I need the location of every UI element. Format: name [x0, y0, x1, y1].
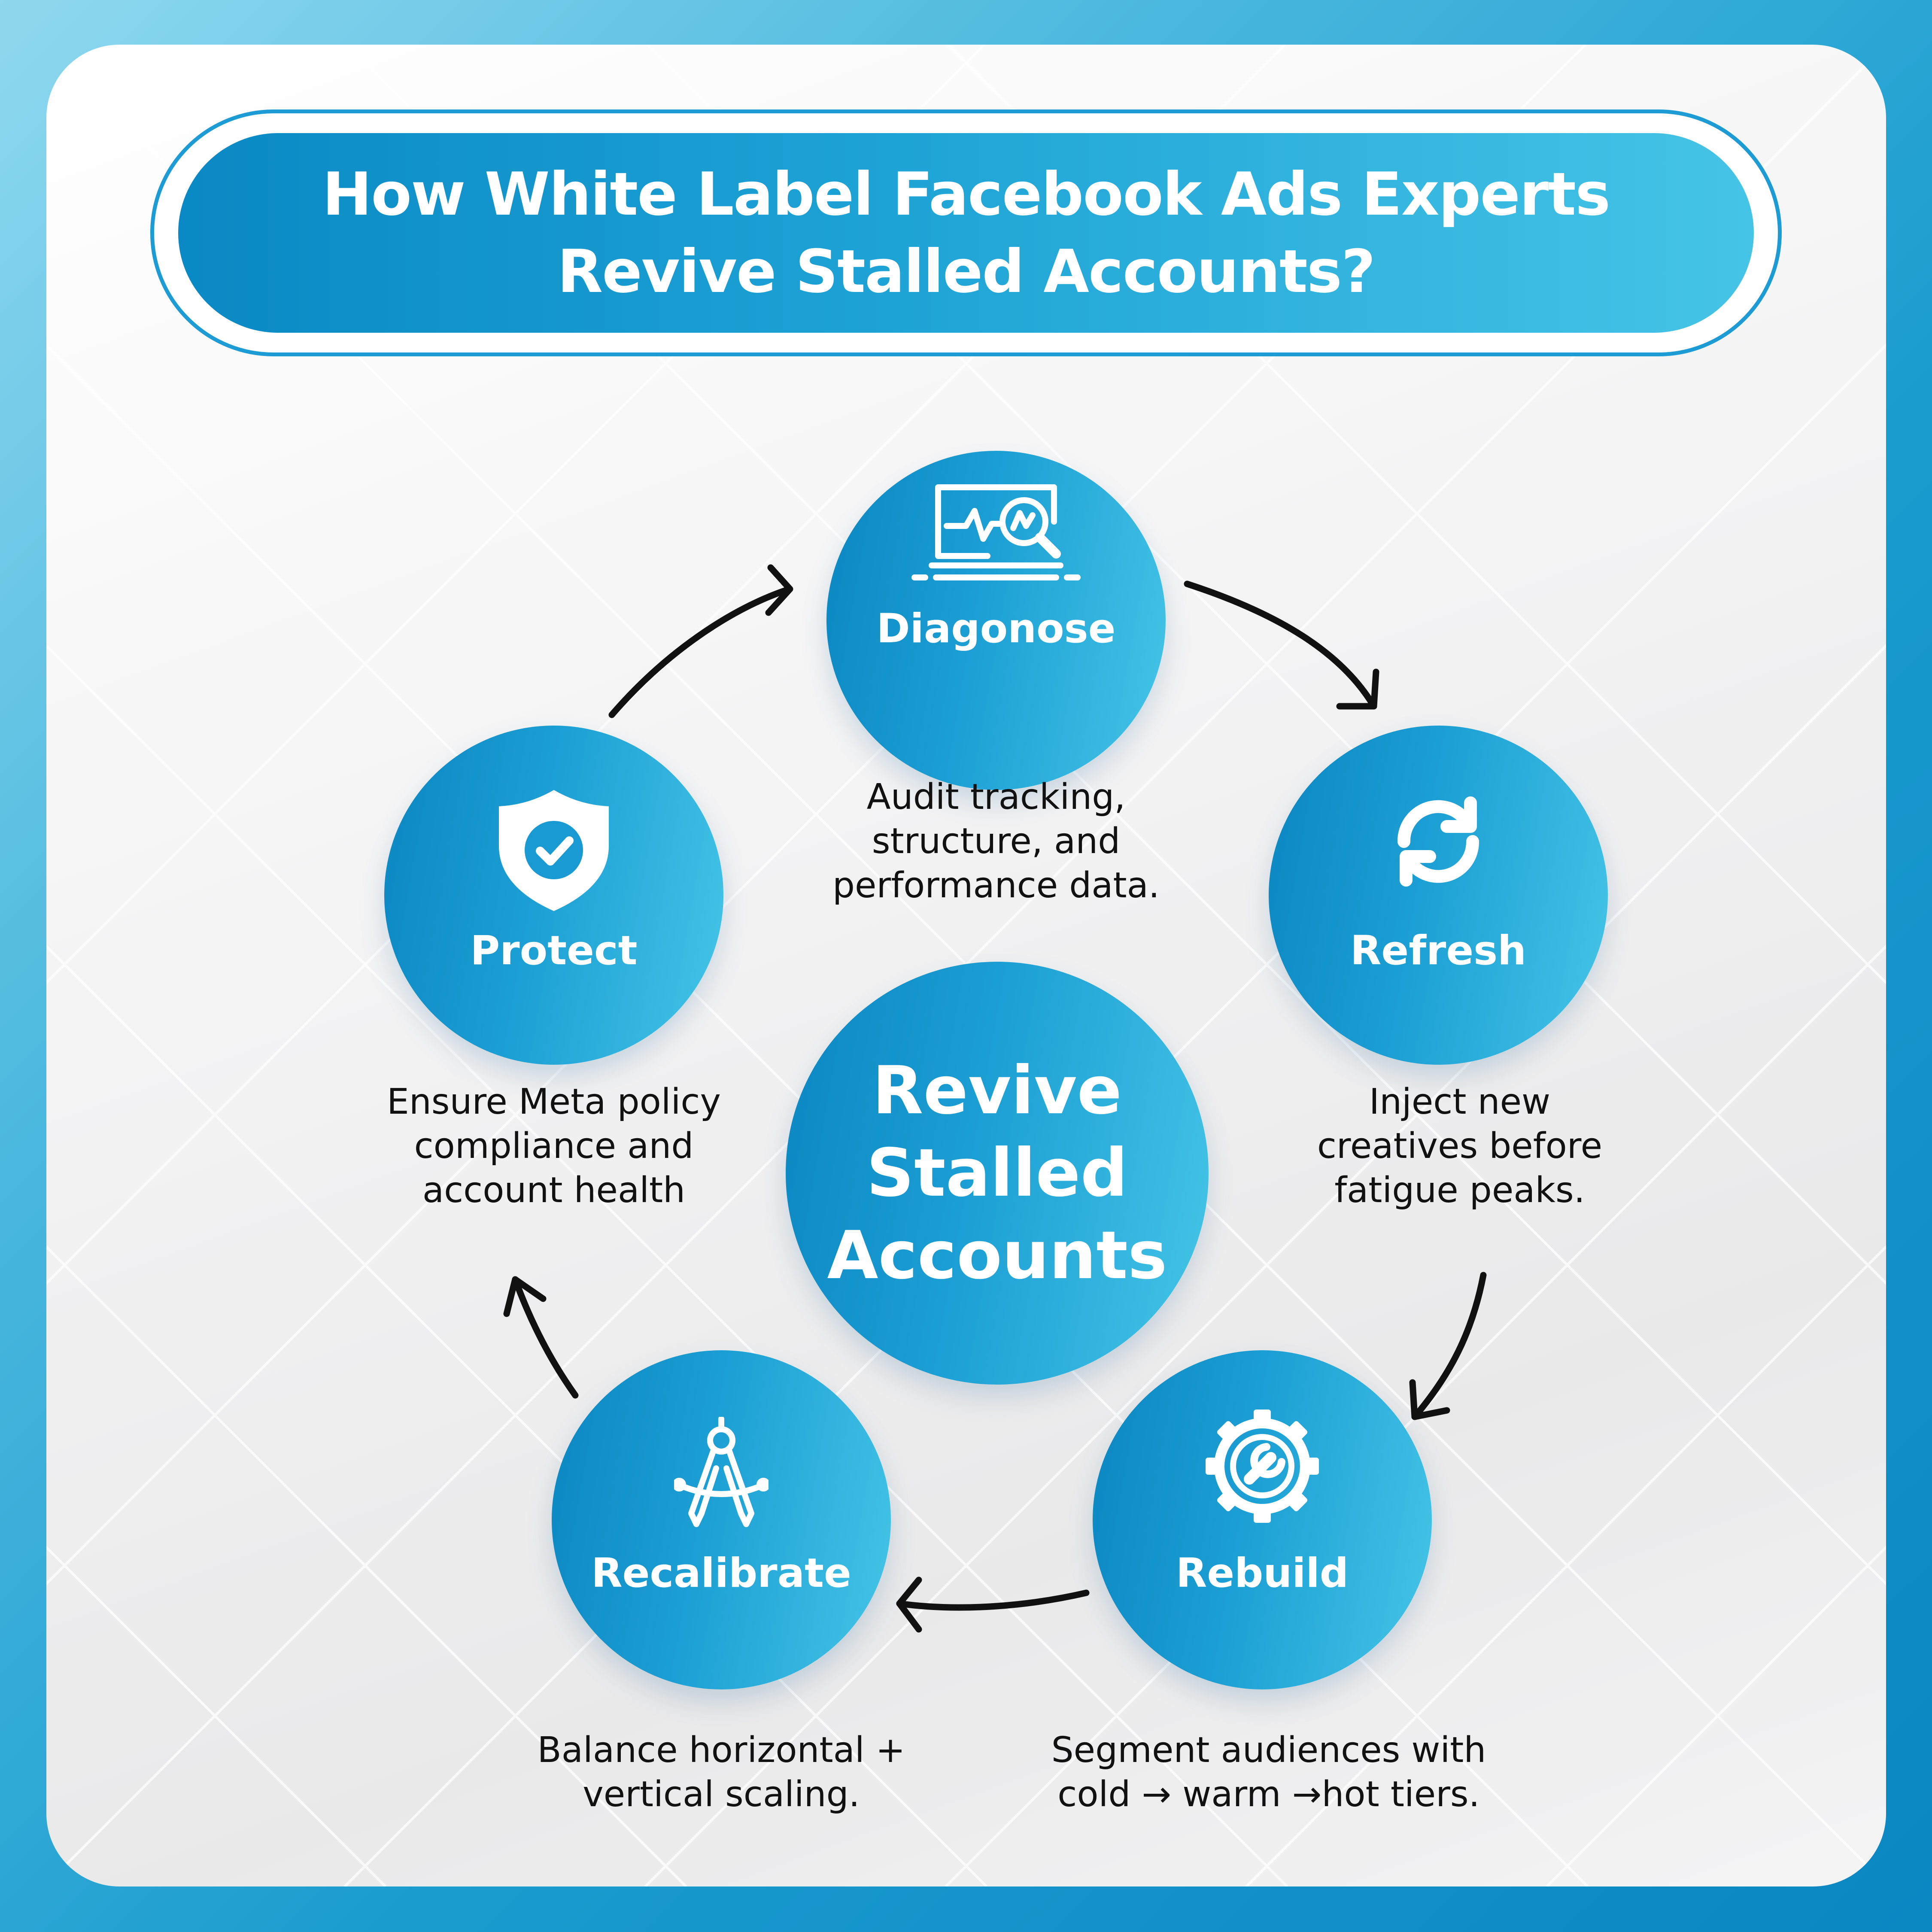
step-description-protect: Ensure Meta policy compliance and accoun…	[387, 1081, 721, 1211]
step-label: Recalibrate	[591, 1550, 851, 1597]
step-label: Rebuild	[1176, 1550, 1349, 1597]
title-banner: How White Label Facebook Ads Experts Rev…	[178, 133, 1754, 333]
arrow-diagnose-to-refresh	[1184, 580, 1379, 710]
step-diagnose: Diagonose	[826, 451, 1166, 790]
title-line-2: Revive Stalled Accounts?	[557, 237, 1376, 306]
step-protect: Protect	[384, 726, 723, 1065]
step-description-refresh: Inject new creatives before fatigue peak…	[1317, 1081, 1603, 1211]
arrow-recalibrate-to-protect	[503, 1276, 579, 1399]
step-refresh: Refresh	[1269, 726, 1608, 1065]
shield-check-icon	[499, 790, 609, 911]
arrow-rebuild-to-recalibrate	[896, 1577, 1090, 1633]
arrow-protect-to-diagnose	[608, 564, 793, 718]
step-description-diagnose: Audit tracking, structure, and performan…	[832, 777, 1160, 906]
title-line-1: How White Label Facebook Ads Experts	[322, 159, 1610, 229]
step-description-recalibrate: Balance horizontal + vertical scaling.	[537, 1730, 905, 1815]
compass-icon	[674, 1417, 769, 1527]
step-description-rebuild: Segment audiences with cold → warm →hot …	[1051, 1730, 1486, 1815]
center-circle: Revive Stalled Accounts	[786, 962, 1209, 1385]
step-label: Diagonose	[876, 605, 1116, 652]
step-recalibrate: Recalibrate	[552, 1350, 891, 1689]
step-label: Refresh	[1350, 927, 1526, 974]
refresh-icon	[1397, 796, 1479, 887]
laptop-analytics-icon	[911, 484, 1081, 580]
arrow-refresh-to-rebuild	[1409, 1272, 1487, 1420]
gear-wrench-icon	[1206, 1410, 1319, 1523]
center-title: Revive Stalled Accounts	[827, 1052, 1167, 1294]
step-rebuild: Rebuild	[1093, 1350, 1432, 1689]
step-label: Protect	[470, 927, 638, 974]
